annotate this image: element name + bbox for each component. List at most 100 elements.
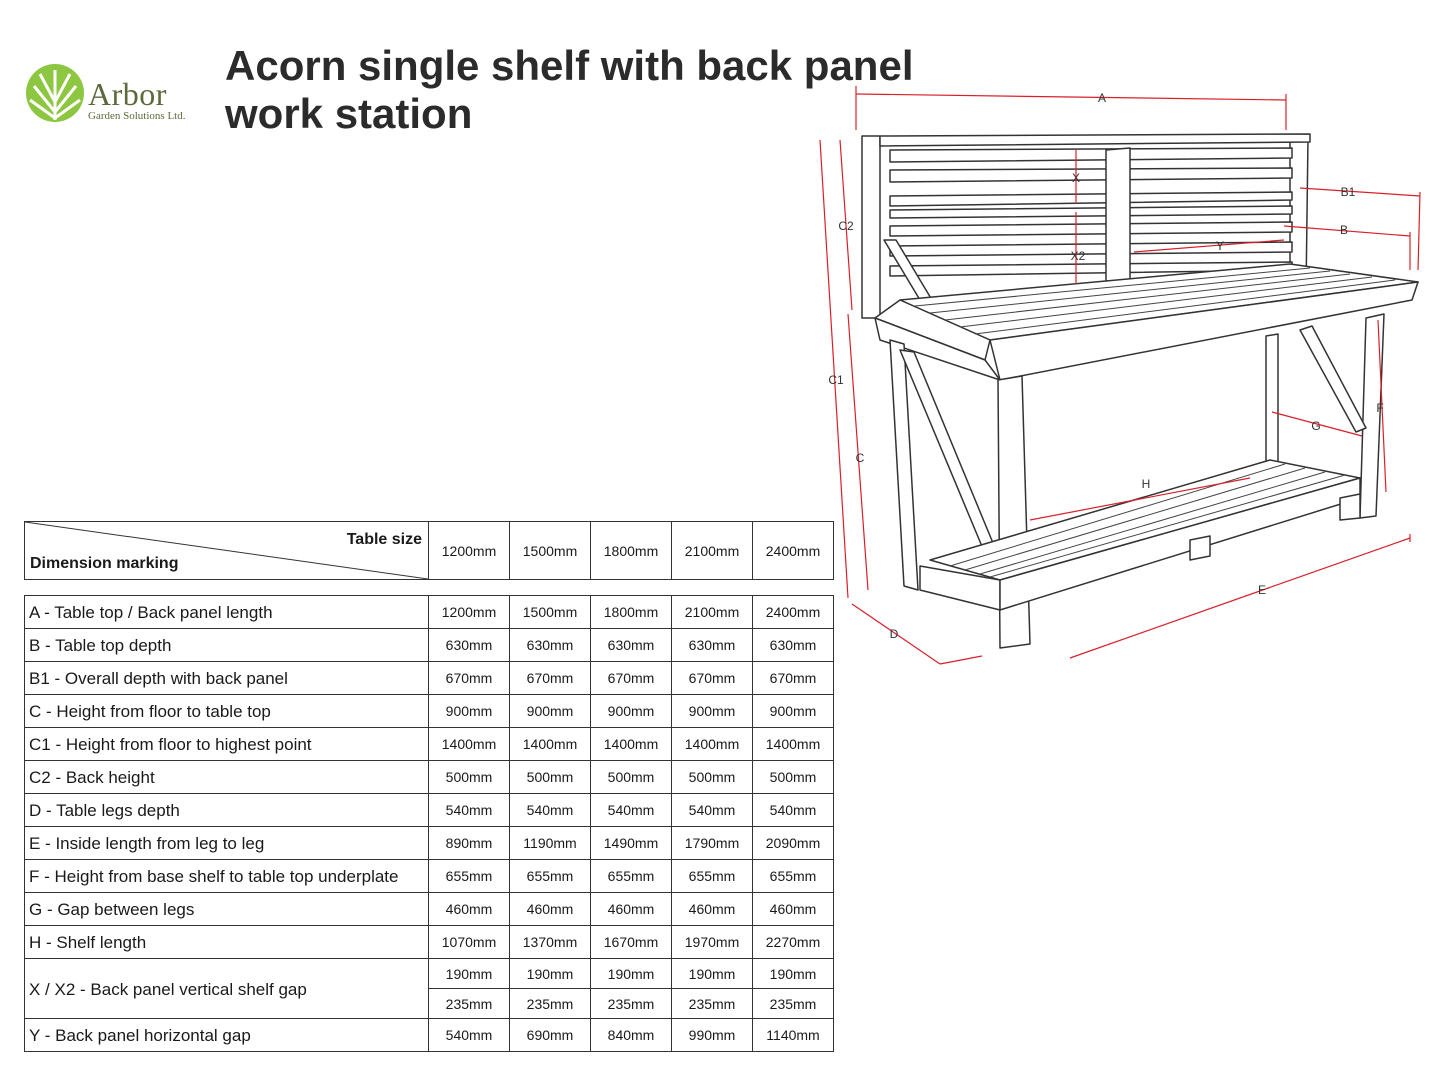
row-label: G - Gap between legs	[24, 892, 429, 926]
row-value: 1790mm	[671, 826, 753, 860]
row-value: 1400mm	[671, 727, 753, 761]
row-value: 460mm	[752, 892, 834, 926]
row-value: 1140mm	[752, 1018, 834, 1052]
row-value: 670mm	[509, 661, 591, 695]
row-label: C2 - Back height	[24, 760, 429, 794]
size-header-1500: 1500mm	[509, 521, 591, 580]
row-value: 630mm	[671, 628, 753, 662]
row-value: 540mm	[509, 793, 591, 827]
diagonal-divider	[25, 522, 428, 579]
row-value: 1400mm	[428, 727, 510, 761]
dim-label-h: H	[1142, 477, 1151, 491]
row-value: 655mm	[509, 859, 591, 893]
row-value: 900mm	[671, 694, 753, 728]
row-value: 1400mm	[752, 727, 834, 761]
row-value-x: 190mm	[428, 958, 510, 989]
dimension-marking-header: Dimension marking	[30, 555, 179, 572]
dim-label-g: G	[1311, 419, 1320, 433]
size-header-table: Table size Dimension marking 1200mm 1500…	[24, 521, 834, 580]
row-value: 500mm	[509, 760, 591, 794]
dim-label-x2: X2	[1071, 249, 1086, 263]
row-value: 500mm	[752, 760, 834, 794]
row-value: 690mm	[509, 1018, 591, 1052]
row-value: 2100mm	[671, 595, 753, 629]
table-row: F - Height from base shelf to table top …	[24, 859, 834, 893]
row-value: 890mm	[428, 826, 510, 860]
dim-label-y: Y	[1216, 239, 1224, 253]
row-label: E - Inside length from leg to leg	[24, 826, 429, 860]
row-value: 540mm	[671, 793, 753, 827]
row-value: 630mm	[590, 628, 672, 662]
row-label: B - Table top depth	[24, 628, 429, 662]
row-value: 460mm	[509, 892, 591, 926]
dim-label-b1: B1	[1341, 185, 1356, 199]
row-value-x: 190mm	[509, 958, 591, 989]
row-value: 655mm	[752, 859, 834, 893]
row-value-x2: 235mm	[671, 988, 753, 1019]
row-value: 670mm	[428, 661, 510, 695]
row-value: 460mm	[590, 892, 672, 926]
dim-label-f: F	[1376, 401, 1383, 415]
row-value-x2: 235mm	[509, 988, 591, 1019]
brand-logo	[24, 60, 214, 130]
size-header-1200: 1200mm	[428, 521, 510, 580]
brand-subtitle: Garden Solutions Ltd.	[88, 110, 186, 122]
row-value: 655mm	[428, 859, 510, 893]
row-value: 840mm	[590, 1018, 672, 1052]
row-value: 900mm	[752, 694, 834, 728]
row-label: A - Table top / Back panel length	[24, 595, 429, 629]
dim-label-c2: C2	[838, 219, 854, 233]
row-value: 670mm	[590, 661, 672, 695]
row-value: 2090mm	[752, 826, 834, 860]
row-value: 655mm	[671, 859, 753, 893]
row-value: 1190mm	[509, 826, 591, 860]
row-value-x2: 235mm	[428, 988, 510, 1019]
row-label: C1 - Height from floor to highest point	[24, 727, 429, 761]
row-value: 1500mm	[509, 595, 591, 629]
row-value: 655mm	[590, 859, 672, 893]
row-value-x: 190mm	[671, 958, 753, 989]
dim-label-c: C	[856, 451, 865, 465]
row-label: B1 - Overall depth with back panel	[24, 661, 429, 695]
row-label: D - Table legs depth	[24, 793, 429, 827]
row-value: 1490mm	[590, 826, 672, 860]
row-value: 630mm	[428, 628, 510, 662]
row-value: 1370mm	[509, 925, 591, 959]
row-value: 630mm	[509, 628, 591, 662]
header-corner-cell: Table size Dimension marking	[24, 521, 429, 580]
dim-label-c1: C1	[828, 373, 844, 387]
row-value-x2: 235mm	[752, 988, 834, 1019]
row-label: C - Height from floor to table top	[24, 694, 429, 728]
row-value: 1070mm	[428, 925, 510, 959]
size-header-1800: 1800mm	[590, 521, 672, 580]
row-value: 1800mm	[590, 595, 672, 629]
page-title: Acorn single shelf with back panel work …	[225, 42, 914, 137]
row-value: 540mm	[752, 793, 834, 827]
row-value: 460mm	[428, 892, 510, 926]
row-value: 460mm	[671, 892, 753, 926]
row-value: 1970mm	[671, 925, 753, 959]
row-value: 500mm	[671, 760, 753, 794]
row-value: 630mm	[752, 628, 834, 662]
row-value: 500mm	[428, 760, 510, 794]
row-value-x2: 235mm	[590, 988, 672, 1019]
row-value: 2270mm	[752, 925, 834, 959]
row-value: 2400mm	[752, 595, 834, 629]
dim-label-a: A	[1098, 91, 1106, 105]
workbench-diagram: A B1 B C2 C1 C X X2 Y G F H D E	[819, 86, 1421, 665]
leaf-icon	[26, 64, 84, 122]
dim-label-e: E	[1258, 583, 1266, 597]
row-value: 1200mm	[428, 595, 510, 629]
